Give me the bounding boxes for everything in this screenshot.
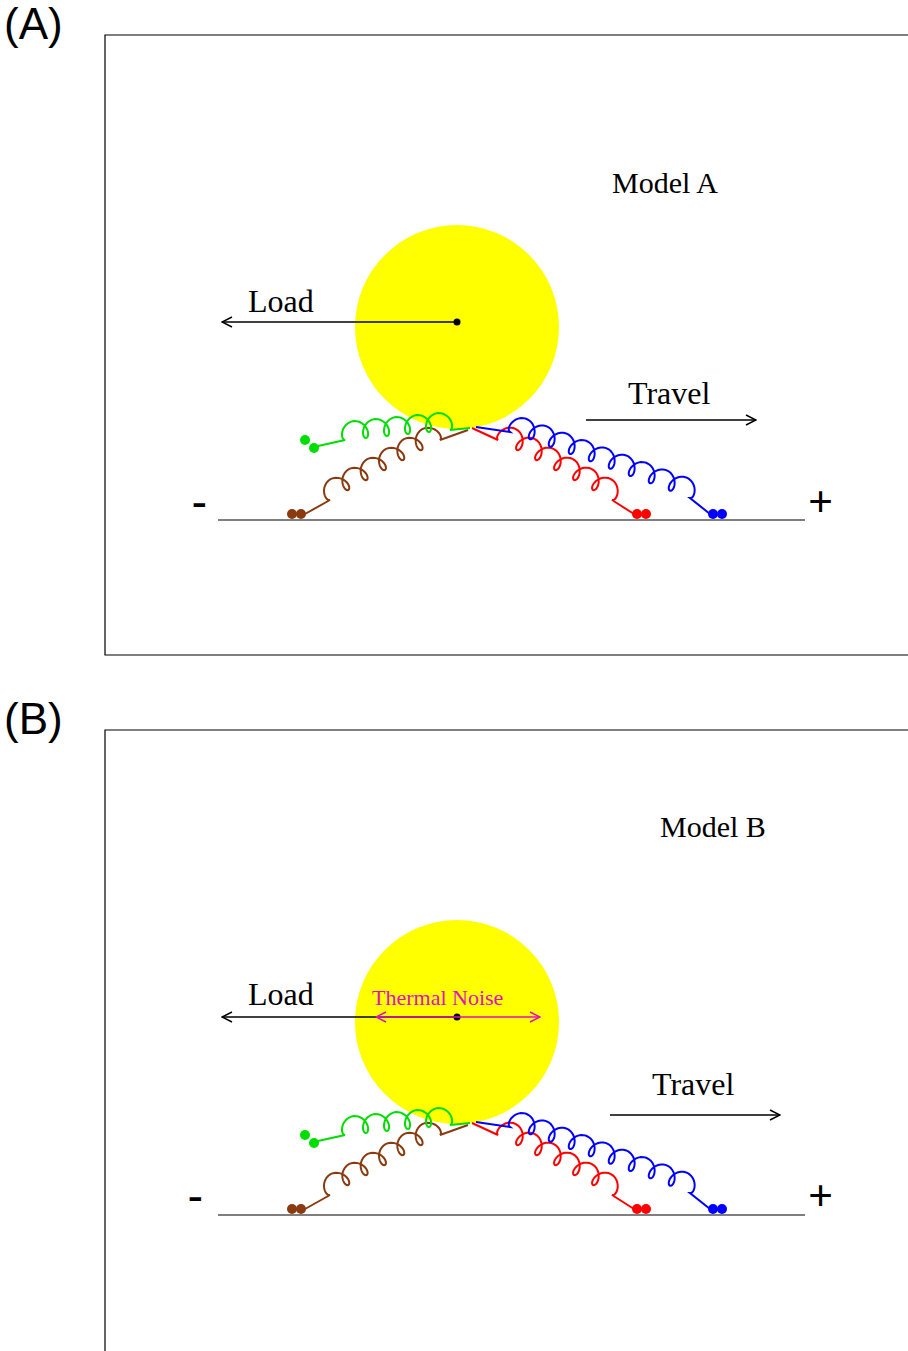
motor-head <box>632 509 642 519</box>
minus-end: - <box>188 1172 203 1220</box>
motor-head <box>309 1138 319 1148</box>
motor-head <box>641 509 651 519</box>
travel-arrow <box>610 1114 780 1116</box>
model-title: Model B <box>660 810 766 843</box>
plus-end: + <box>808 478 833 526</box>
thermal-noise-arrow <box>376 1016 540 1018</box>
motor-spring <box>476 418 710 514</box>
load-label: Load <box>248 284 314 319</box>
motor-head <box>717 509 727 519</box>
cargo-bead <box>355 920 559 1124</box>
motor-spring <box>305 1123 468 1209</box>
motor-head <box>287 1204 297 1214</box>
panel-a-frame <box>105 35 908 655</box>
motor-head <box>300 435 310 445</box>
microtubule-track <box>218 1214 805 1215</box>
motor-spring <box>318 413 470 446</box>
model-title: Model A <box>612 166 718 199</box>
motor-spring <box>476 1113 710 1209</box>
motor-head <box>708 509 718 519</box>
motor-head <box>632 1204 642 1214</box>
panel-frames <box>105 35 908 1351</box>
motor-head <box>296 509 306 519</box>
panel-b-frame <box>105 730 908 1351</box>
travel-label: Travel <box>652 1067 734 1102</box>
travel-arrow <box>586 419 756 421</box>
travel-label: Travel <box>628 376 710 411</box>
motor-spring <box>305 428 468 514</box>
motor-head <box>300 1130 310 1140</box>
cargo-bead <box>355 225 559 429</box>
plus-end: + <box>808 1172 833 1220</box>
bead-center <box>454 319 461 326</box>
minus-end: - <box>192 478 207 526</box>
motor-head <box>309 443 319 453</box>
motor-head <box>296 1204 306 1214</box>
motor-head <box>641 1204 651 1214</box>
motor-spring <box>318 1108 470 1141</box>
motor-head <box>287 509 297 519</box>
panel-b-art <box>218 920 805 1215</box>
motor-spring <box>472 428 634 514</box>
motor-spring <box>472 1123 634 1209</box>
microtubule-track <box>218 519 805 520</box>
motor-head <box>708 1204 718 1214</box>
load-label: Load <box>248 977 314 1012</box>
load-arrow <box>222 321 457 323</box>
panel-a-art <box>218 225 805 520</box>
motor-head <box>717 1204 727 1214</box>
panel-letter: (A) <box>4 0 63 48</box>
noise-label: Thermal Noise <box>372 986 503 1010</box>
panel-letter: (B) <box>4 695 63 743</box>
